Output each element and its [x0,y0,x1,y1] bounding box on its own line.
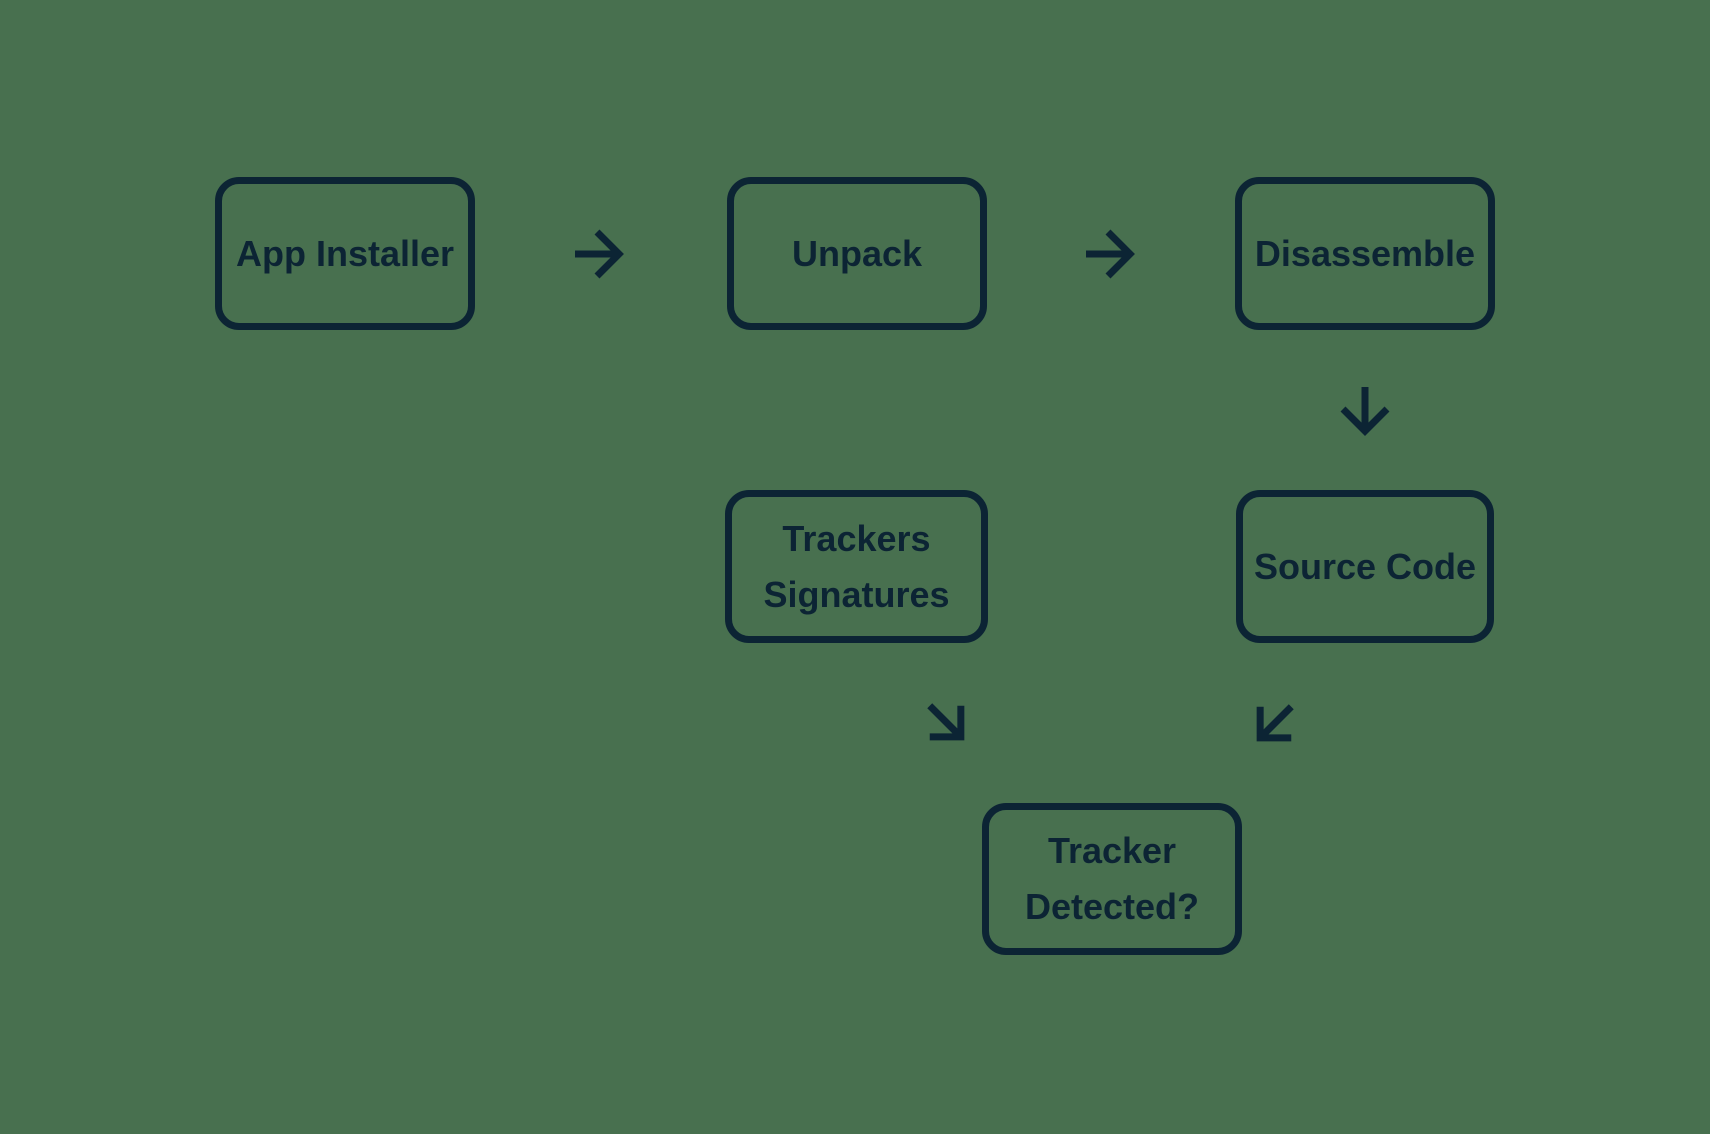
node-disassemble: Disassemble [1235,177,1495,330]
node-unpack: Unpack [727,177,987,330]
arrow-unpack-to-disassemble [1081,226,1137,282]
arrow-app-installer-to-unpack [570,226,626,282]
node-tracker-detected: Tracker Detected? [982,803,1242,955]
node-label-line: Detected? [1024,886,1200,927]
arrow-down-left-icon [1256,704,1294,742]
arrow-right-icon [575,229,624,279]
arrow-down-icon [1340,387,1390,436]
arrow-disassemble-to-source-code [1337,382,1393,438]
node-label: Disassemble [1254,232,1476,274]
arrow-source-to-detected [1235,683,1314,762]
node-label: App Installer [235,232,455,274]
node-label: Unpack [791,232,923,274]
node-label-line: Trackers [782,517,931,559]
node-app-installer: App Installer [215,177,475,330]
arrow-down-right-icon [927,703,965,741]
node-source-code: Source Code [1236,490,1494,643]
node-trackers-signatures: Trackers Signatures [725,490,988,643]
node-label-line: Signatures [763,573,950,615]
arrow-trackers-to-detected [906,682,985,761]
node-label: Source Code [1253,545,1477,587]
arrow-right-icon [1086,229,1135,279]
node-label-line: Tracker [1047,830,1177,871]
